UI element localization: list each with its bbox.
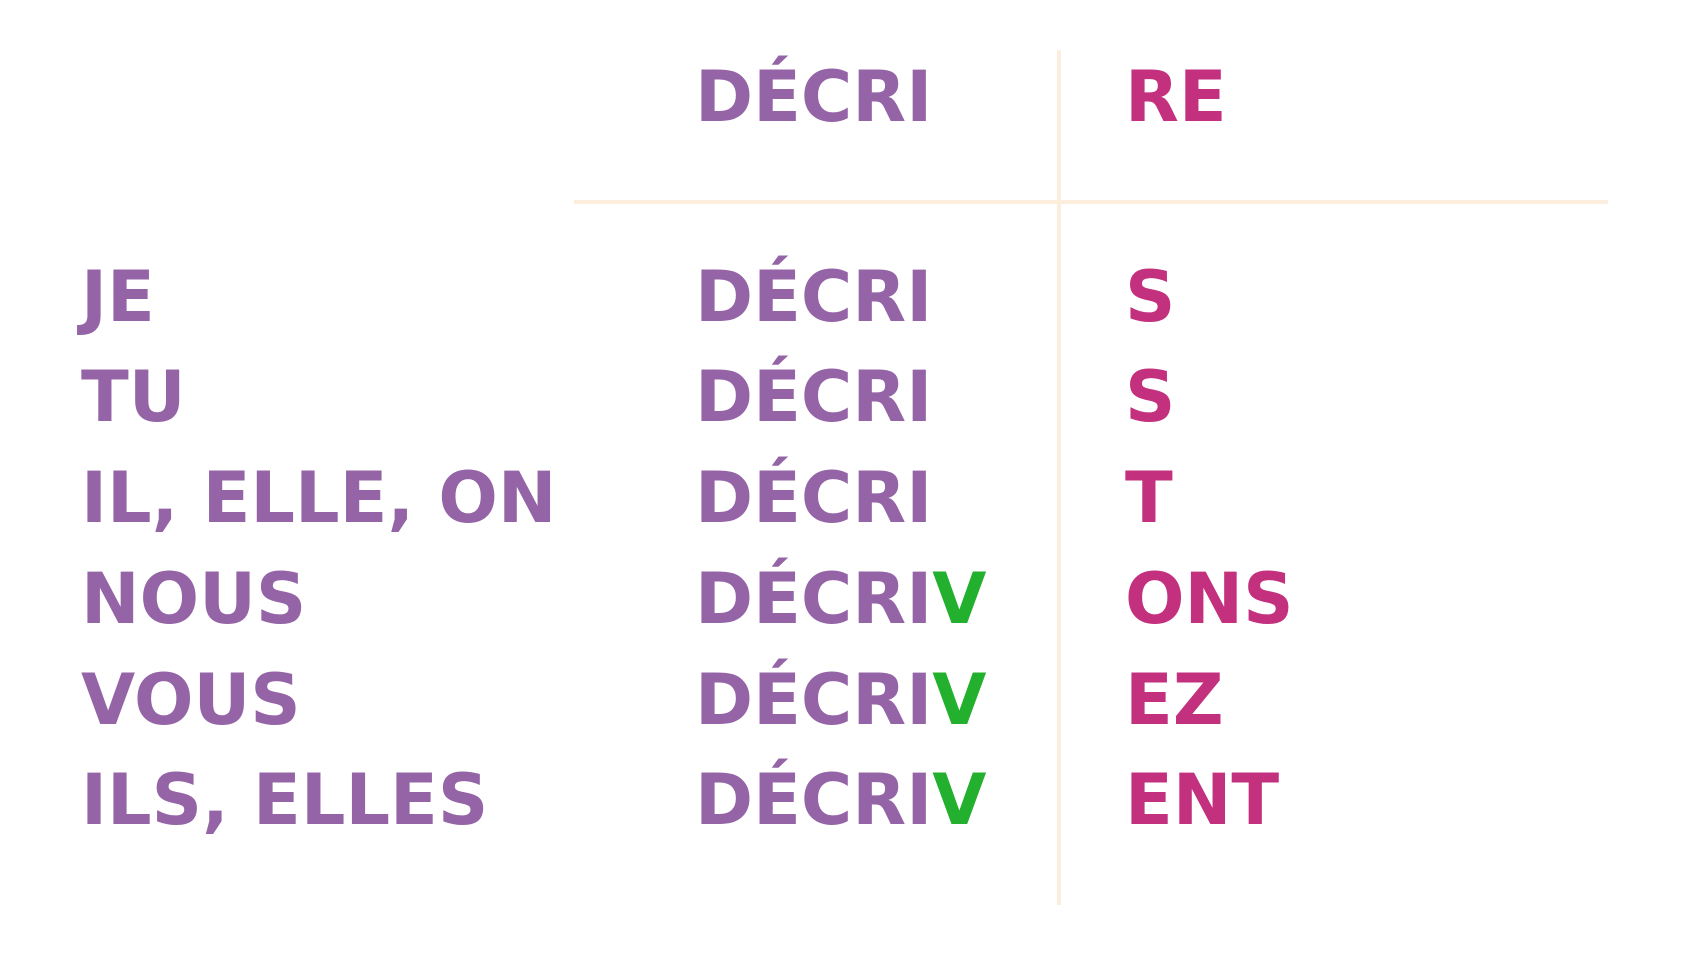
ending-je: S [1125,256,1176,338]
ending-tu: S [1125,356,1176,438]
stem-cell-il: DÉCRI [695,463,932,533]
stem-cell-je: DÉCRI [695,262,932,332]
extra-letter-nous: V [932,558,987,640]
stem-nous: DÉCRI [695,558,933,640]
extra-letter-ils: V [932,759,987,841]
stem-cell-ils: DÉCRIV [695,765,986,835]
vertical-divider [1057,50,1061,905]
stem-ils: DÉCRI [695,759,933,841]
pronoun-il-elle-on: IL, ELLE, ON [81,457,557,539]
ending-vous: EZ [1125,659,1224,741]
header-ending: RE [1125,56,1227,138]
pronoun-ils-elles: ILS, ELLES [81,759,489,841]
pronoun-nous: NOUS [81,558,307,640]
extra-letter-vous: V [932,659,987,741]
stem-il: DÉCRI [695,457,933,539]
stem-vous: DÉCRI [695,659,933,741]
pronoun-je: JE [81,256,155,338]
pronoun-tu: TU [81,356,186,438]
pronoun-vous: VOUS [81,659,301,741]
stem-je: DÉCRI [695,256,933,338]
stem-tu: DÉCRI [695,356,933,438]
horizontal-divider [574,200,1608,204]
ending-nous: ONS [1125,558,1294,640]
ending-il: T [1125,457,1173,539]
ending-ils: ENT [1125,759,1280,841]
header-stem-cell: DÉCRI [695,62,932,132]
header-stem: DÉCRI [695,56,933,138]
stem-cell-tu: DÉCRI [695,362,932,432]
stem-cell-nous: DÉCRIV [695,564,986,634]
stem-cell-vous: DÉCRIV [695,665,986,735]
